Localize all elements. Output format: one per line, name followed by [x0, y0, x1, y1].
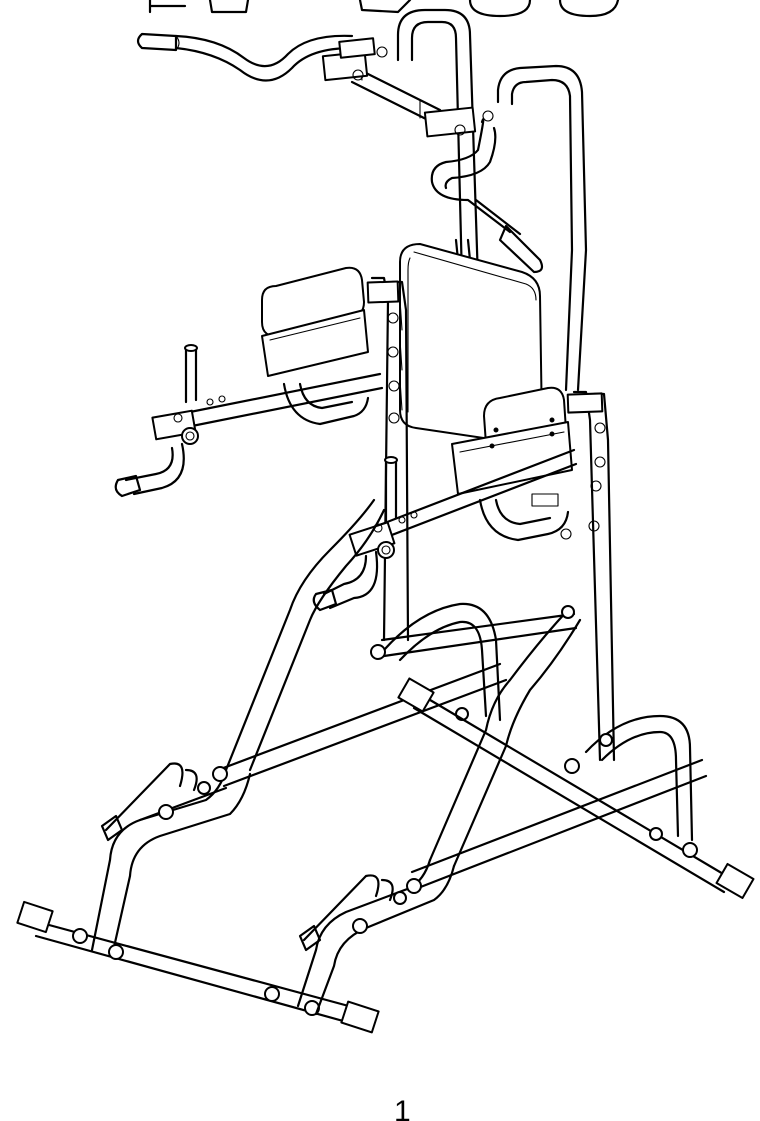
page-mark: 1 — [394, 1095, 411, 1121]
left-leg-assembly — [16, 498, 508, 1034]
centre-cross-rail — [380, 605, 578, 658]
hanging-handle-right — [430, 118, 544, 274]
right-post — [560, 390, 616, 762]
right-leg-assembly — [296, 608, 755, 1016]
left-arm-rest — [114, 266, 384, 498]
rear-tower-frame — [350, 8, 588, 392]
pull-up-handlebar — [136, 32, 494, 138]
cropped-title-lettering — [148, 0, 620, 18]
